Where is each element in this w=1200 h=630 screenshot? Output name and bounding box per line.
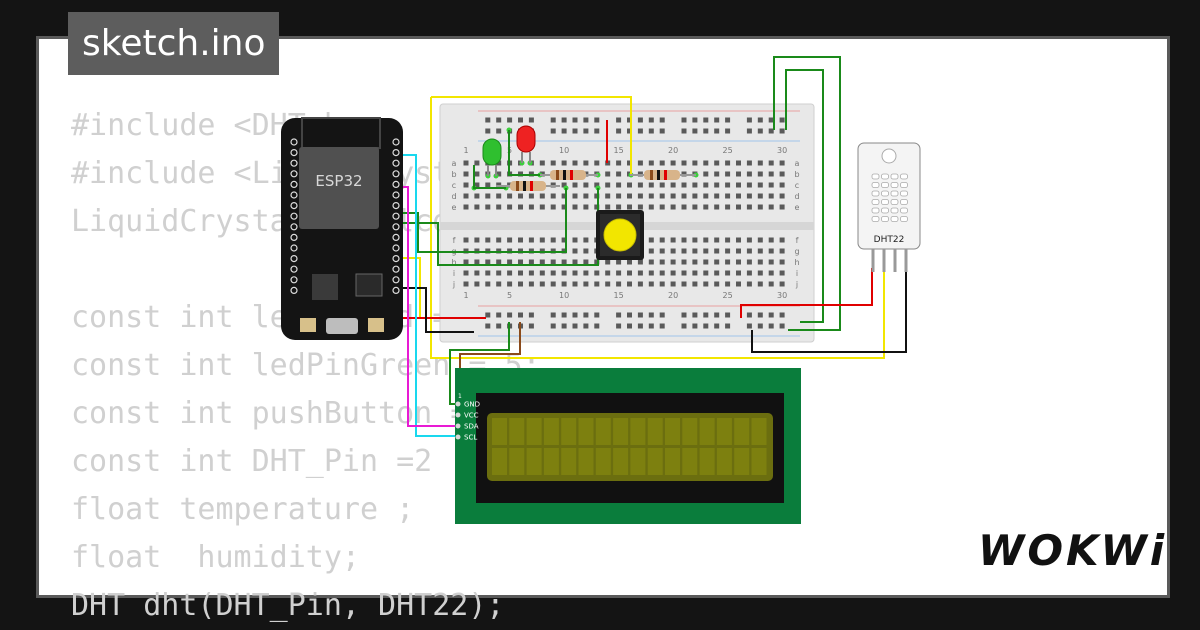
wire-cyan-scl — [402, 154, 458, 437]
breadboard-row-label: j — [452, 280, 455, 289]
code-line: float humidity; — [71, 540, 360, 575]
esp32-board[interactable]: ESP32 — [281, 117, 403, 340]
breadboard-row-label: f — [796, 236, 799, 245]
lcd-display[interactable]: 1 GND VCC SDA SCL — [455, 368, 801, 524]
breadboard-col-label: 15 — [614, 146, 624, 155]
breadboard-row-label: f — [453, 236, 456, 245]
breadboard-col-label: 30 — [777, 291, 787, 300]
dht-grille — [871, 173, 908, 222]
breadboard-col-label: 10 — [559, 146, 569, 155]
breadboard-row-label: e — [795, 203, 800, 212]
wire-red-dht — [740, 268, 873, 318]
resistor-3 — [630, 170, 696, 180]
breadboard-row-label: j — [795, 280, 798, 289]
lcd-pin-label: GND — [464, 401, 480, 409]
wire-green-5 — [773, 56, 841, 331]
breadboard-row-label: i — [796, 269, 798, 278]
wokwi-logo[interactable]: WOKWi — [978, 526, 1168, 575]
breadboard-row-label: e — [452, 203, 457, 212]
breadboard-row-label: g — [794, 247, 799, 256]
breadboard-row-label: c — [795, 181, 799, 190]
breadboard-row-label: a — [795, 159, 800, 168]
wire-magenta-sda — [402, 186, 458, 427]
wire-yellow-bottom — [430, 97, 885, 359]
lcd-pin-label: SDA — [464, 423, 479, 431]
esp32-pins — [290, 138, 400, 294]
wire-green-6 — [785, 69, 824, 323]
breadboard-col-label: 15 — [614, 291, 624, 300]
code-line: const int ledPinGreen = 5; — [71, 348, 541, 383]
breadboard-row-label: d — [451, 192, 456, 201]
breadboard-row-label: h — [451, 258, 456, 267]
wire-black-dht — [751, 268, 907, 353]
breadboard-row-label: b — [451, 170, 456, 179]
breadboard-col-label: 20 — [668, 146, 678, 155]
lcd-pin-label: SCL — [464, 434, 477, 442]
wire-black-1 — [402, 287, 474, 333]
code-line: const int DHT_Pin =2 — [71, 444, 433, 479]
dht22-label: DHT22 — [874, 235, 905, 245]
breadboard-col-label: 25 — [723, 146, 733, 155]
breadboard-col-label: 25 — [723, 291, 733, 300]
breadboard-col-label: 5 — [507, 291, 512, 300]
breadboard-col-label: 1 — [463, 291, 468, 300]
wire-green-lcd-gnd — [449, 322, 510, 405]
esp32-label: ESP32 — [315, 172, 362, 190]
lcd-pin-label: VCC — [464, 412, 479, 420]
push-button[interactable] — [596, 210, 644, 260]
breadboard-row-label: c — [452, 181, 456, 190]
lcd-character-cells — [492, 418, 767, 475]
breadboard-row-label: h — [794, 258, 799, 267]
led-green[interactable] — [482, 138, 502, 176]
wire-green-4 — [508, 130, 540, 176]
wire-green-1 — [402, 188, 567, 253]
wire-yellow-top — [431, 96, 632, 175]
lcd-pins: GND VCC SDA SCL — [455, 401, 480, 442]
lcd-pin1-marker: 1 — [458, 393, 462, 400]
resistor-1 — [496, 181, 560, 191]
breadboard-col-label: 10 — [559, 291, 569, 300]
breadboard-col-label: 30 — [777, 146, 787, 155]
code-line: float temperature ; — [71, 492, 415, 527]
breadboard-row-label: b — [794, 170, 799, 179]
breadboard-col-label: 1 — [463, 146, 468, 155]
dht22-sensor[interactable]: DHT22 — [857, 142, 921, 272]
file-tab[interactable]: sketch.ino — [68, 12, 280, 75]
breadboard-col-label: 20 — [668, 291, 678, 300]
led-red[interactable] — [516, 125, 536, 163]
code-line: DHT dht(DHT_Pin, DHT22); — [71, 588, 505, 623]
breadboard-row-label: i — [453, 269, 455, 278]
breadboard-row-label: a — [452, 159, 457, 168]
breadboard-row-label: d — [794, 192, 799, 201]
wire-green-3 — [473, 165, 506, 189]
resistor-2 — [540, 170, 598, 180]
